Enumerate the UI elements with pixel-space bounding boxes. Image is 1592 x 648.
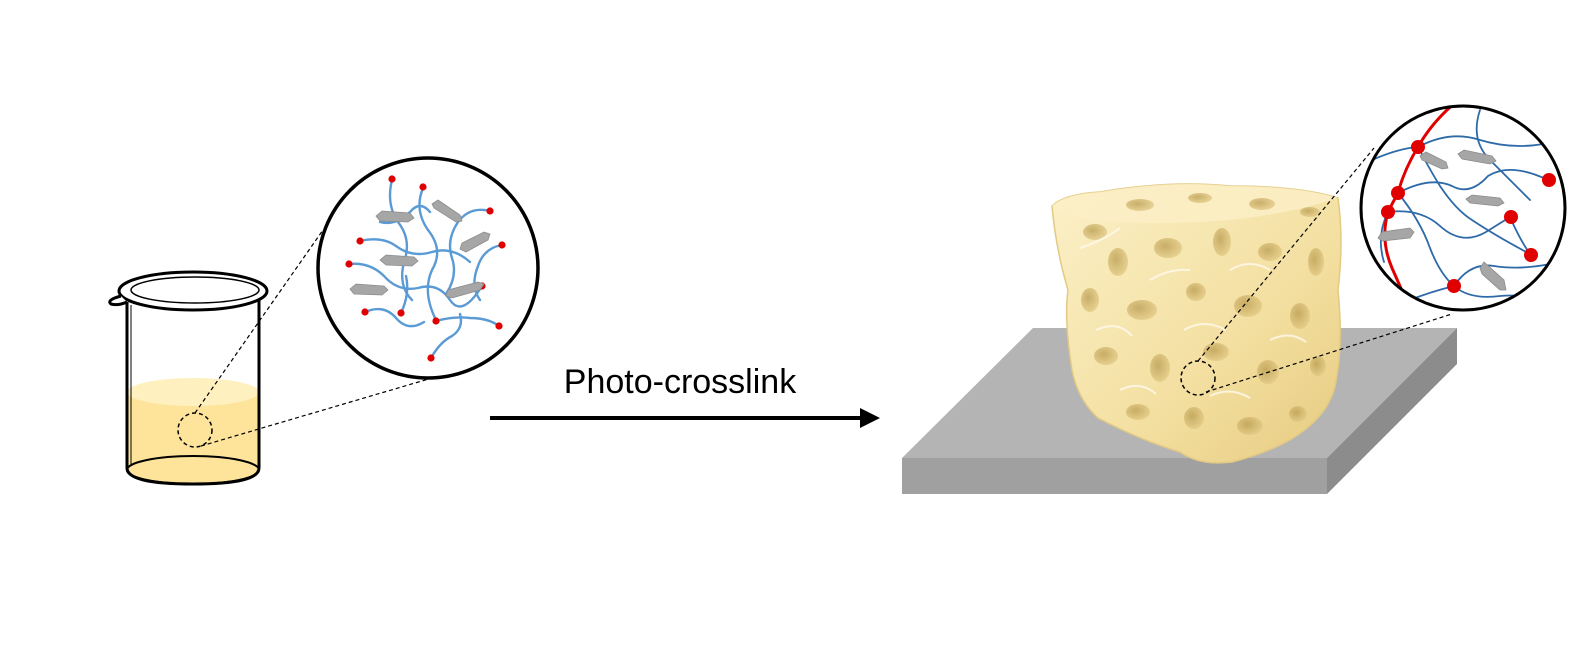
beaker-rim-inner: [130, 276, 260, 304]
beaker: [108, 270, 269, 486]
zoom-circle-right: [1359, 104, 1567, 312]
scaffold-top-face: [1052, 184, 1338, 223]
particles-right: [1377, 149, 1507, 291]
scaffold-pores: [1081, 193, 1326, 435]
substrate-front: [902, 458, 1327, 494]
substrate-side: [1327, 328, 1457, 494]
process-arrow: Photo-crosslink: [490, 363, 880, 428]
zoom-lines-left: [194, 229, 433, 447]
solution-surface: [127, 378, 259, 406]
crosslink-nodes: [1381, 140, 1556, 293]
zoom-lines-right: [1197, 147, 1453, 393]
particles-left: [349, 199, 491, 299]
polymer-chains-left: [347, 178, 504, 360]
arrow-head: [860, 408, 880, 428]
porous-scaffold: [1051, 183, 1342, 464]
beaker-bottom: [126, 455, 260, 485]
zoom-circle-left: [316, 156, 540, 380]
solution-liquid: [127, 392, 259, 484]
end-groups-left: [345, 175, 506, 362]
scaffold-highlights: [1079, 227, 1307, 399]
arrow-label: Photo-crosslink: [564, 363, 797, 401]
beaker-spout: [108, 294, 128, 307]
